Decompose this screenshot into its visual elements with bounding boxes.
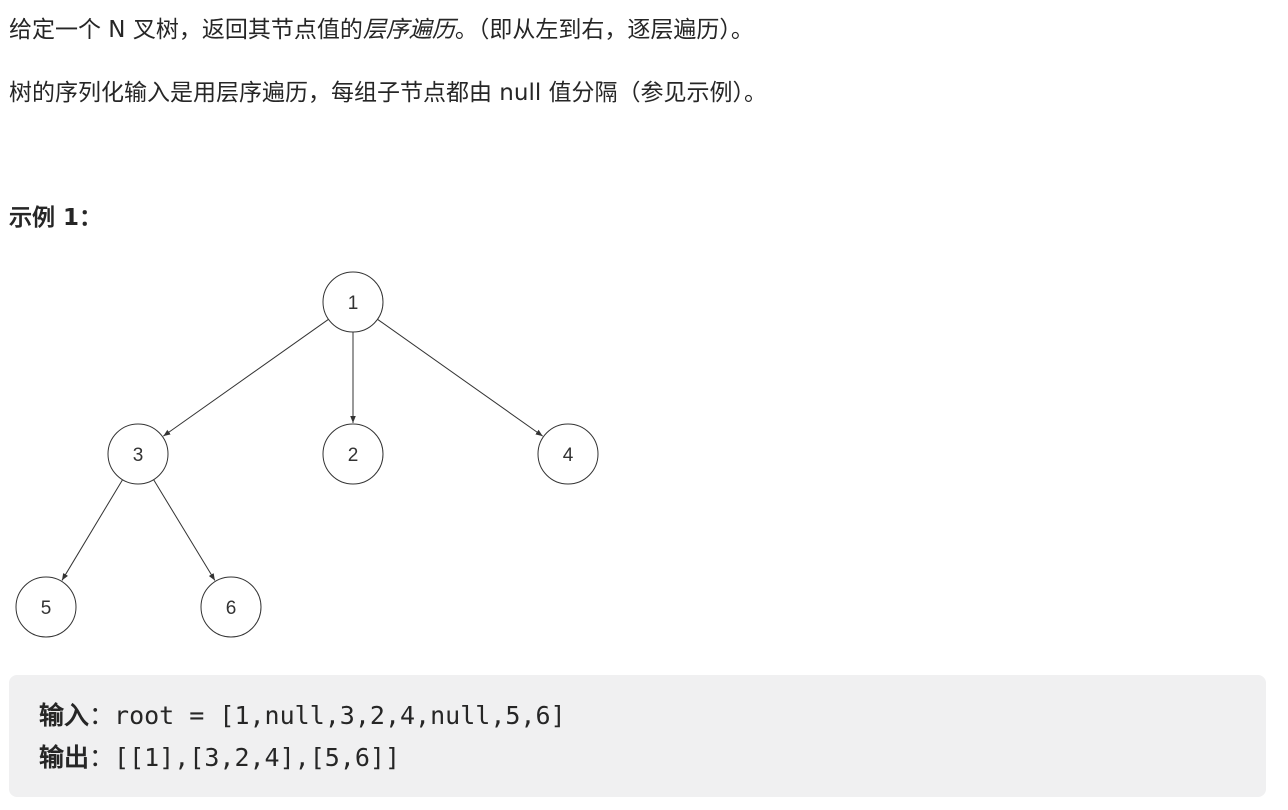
description-emphasis: 层序遍历 [362, 17, 455, 43]
tree-node-circle [15, 576, 77, 638]
tree-node-label: 2 [348, 445, 359, 466]
description-text-end: 。（即从左到右，逐层遍历）。 [454, 17, 754, 43]
tree-edges [61, 318, 543, 581]
example-input-line: 输入：root = [1,null,3,2,4,null,5,6] [39, 695, 1266, 737]
example-code-block: 输入：root = [1,null,3,2,4,null,5,6] 输出：[[1… [9, 675, 1266, 797]
tree-edge-3-5 [61, 479, 123, 581]
tree-node-circle [322, 271, 384, 333]
output-value: [[1],[3,2,4],[5,6]] [114, 743, 401, 772]
tree-node-circle [537, 423, 599, 485]
problem-description: 给定一个 N 叉树，返回其节点值的层序遍历。（即从左到右，逐层遍历）。 [9, 14, 754, 46]
tree-node-circle [200, 576, 262, 638]
tree-node-circle [322, 423, 384, 485]
output-label: 输出 [39, 743, 90, 772]
example-output-line: 输出：[[1],[3,2,4],[5,6]] [39, 737, 1266, 779]
tree-node-4: 4 [537, 423, 599, 485]
tree-node-label: 5 [41, 598, 52, 619]
input-label: 输入 [39, 701, 90, 730]
tree-node-circle [107, 423, 169, 485]
tree-node-3: 3 [107, 423, 169, 485]
tree-node-6: 6 [200, 576, 262, 638]
tree-edge-1-4 [377, 318, 543, 437]
tree-edge-1-3 [163, 318, 329, 437]
output-colon: ： [89, 743, 115, 772]
input-value: root = [1,null,3,2,4,null,5,6] [114, 701, 566, 730]
tree-node-label: 6 [226, 598, 237, 619]
input-colon: ： [89, 701, 115, 730]
tree-node-2: 2 [322, 423, 384, 485]
tree-nodes: 1 3 2 4 5 6 [15, 271, 599, 638]
tree-node-5: 5 [15, 576, 77, 638]
description-text: 给定一个 N 叉树，返回其节点值的 [9, 17, 363, 43]
tree-edge-3-6 [153, 479, 216, 581]
serialization-note: 树的序列化输入是用层序遍历，每组子节点都由 null 值分隔（参见示例）。 [9, 80, 768, 106]
tree-node-1: 1 [322, 271, 384, 333]
tree-node-label: 3 [133, 445, 144, 466]
tree-node-label: 1 [348, 293, 359, 314]
n-ary-tree-diagram: 1 3 2 4 5 6 [15, 271, 599, 638]
example-heading: 示例 1： [9, 205, 103, 231]
tree-node-label: 4 [563, 445, 574, 466]
